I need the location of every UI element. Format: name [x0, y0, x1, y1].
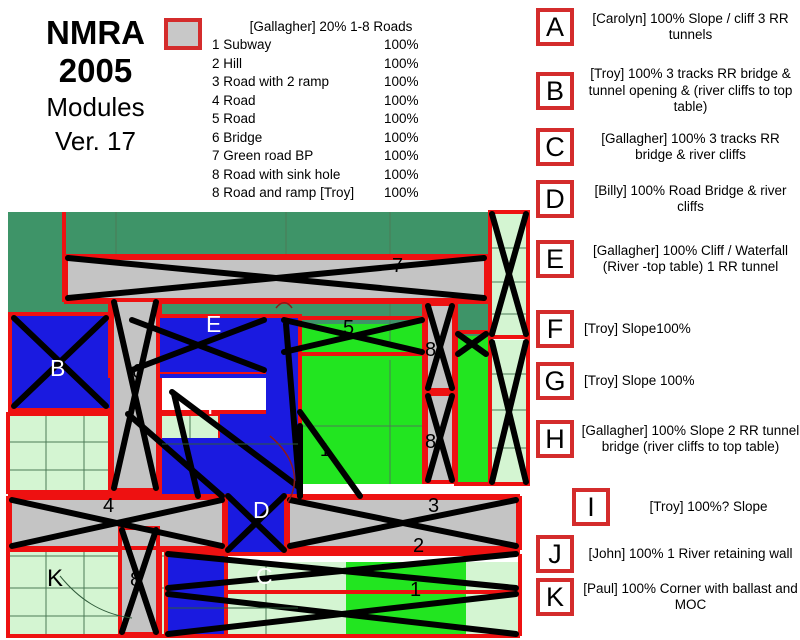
list-item: 5 Road 100%	[212, 110, 442, 129]
legend-desc-c: [Gallagher] 100% 3 tracks RR bridge & ri…	[601, 130, 780, 163]
legend-key-h: H	[536, 420, 574, 458]
map-label-k: K	[47, 565, 63, 592]
list-item: 6 Bridge 100%	[212, 129, 442, 148]
road-name: 2 Hill	[212, 55, 243, 71]
road-pct: 100%	[384, 74, 419, 89]
legend-desc-d: [Billy] 100% Road Bridge & river cliffs	[594, 182, 787, 215]
legend-desc-g: [Troy] Slope 100%	[584, 372, 695, 388]
map-road-num-6: 6	[132, 361, 143, 383]
map-road-num-8c: 8	[130, 569, 141, 591]
legend-desc-k: [Paul] 100% Corner with ballast and MOC	[583, 580, 798, 613]
legend-key-e: E	[536, 240, 574, 278]
legend-desc-h: [Gallagher] 100% Slope 2 RR tunnel bridg…	[581, 422, 800, 455]
map-label-c: C	[256, 563, 273, 589]
legend-desc-f: [Troy] Slope100%	[584, 320, 691, 336]
map-label-d: D	[253, 497, 270, 523]
list-item: 7 Green road BP 100%	[212, 147, 442, 166]
legend-item-d: D [Billy] 100% Road Bridge & river cliff…	[536, 180, 800, 218]
legend-item-h: H [Gallagher] 100% Slope 2 RR tunnel bri…	[536, 420, 800, 458]
map-road-num-3: 3	[428, 495, 439, 517]
road-name: 6 Bridge	[212, 129, 263, 145]
list-item: 1 Subway 100%	[212, 36, 442, 55]
legend-item-i: I [Troy] 100%? Slope	[572, 488, 800, 526]
road-pct: 100%	[384, 185, 419, 200]
map-thin-guides	[59, 443, 298, 619]
title-line-1: NMRA	[46, 14, 145, 51]
legend-key-d: D	[536, 180, 574, 218]
list-item: 4 Road 100%	[212, 92, 442, 111]
map-river-lines	[269, 302, 296, 503]
road-pct: 100%	[384, 37, 419, 52]
legend-desc-j: [John] 100% 1 River retaining wall	[588, 545, 793, 561]
road-pct: 100%	[384, 148, 419, 163]
legend-key-i: I	[572, 488, 610, 526]
map-label-i: I	[207, 393, 213, 419]
road-name: 8 Road with sink hole	[212, 166, 341, 182]
legend-item-e: E [Gallagher] 100% Cliff / Waterfall (Ri…	[536, 240, 800, 278]
module-layout-svg: B E I D C K 7 6 5 8 8 4 3 2 1 8 1	[6, 210, 530, 638]
map-road-num-5: 5	[343, 317, 354, 339]
map-road-num-7: 7	[392, 255, 403, 277]
road-name: 7 Green road BP	[212, 148, 314, 163]
roads-legend-heading: [Gallagher] 20% 1-8 Roads	[249, 19, 413, 34]
map-road-num-1: 1	[410, 579, 421, 601]
legend-key-c: C	[536, 128, 574, 166]
map-road-num-1b: 1	[320, 440, 330, 460]
map-label-b: B	[50, 355, 65, 381]
map-label-e: E	[206, 311, 221, 337]
title-line-3: Modules	[46, 92, 145, 122]
road-pct: 100%	[384, 166, 419, 182]
list-item: 3 Road with 2 ramp 100%	[212, 73, 442, 92]
road-name: 4 Road	[212, 92, 256, 108]
map-road-outlines	[8, 256, 520, 636]
legend-desc-e: [Gallagher] 100% Cliff / Waterfall (Rive…	[592, 242, 789, 275]
map-road-num-2: 2	[413, 535, 424, 557]
road-module-swatch	[164, 18, 202, 50]
legend-key-f: F	[536, 310, 574, 348]
title-line-2: 2005	[58, 52, 133, 89]
road-pct: 100%	[384, 55, 419, 71]
legend-item-j: J [John] 100% 1 River retaining wall	[536, 535, 800, 573]
legend-item-f: F [Troy] Slope100%	[536, 310, 800, 348]
legend-key-k: K	[536, 578, 574, 616]
title-line-4: Ver. 17	[55, 126, 136, 156]
page-title: NMRA 2005 Modules Ver. 17	[18, 14, 173, 158]
map-track-lines	[9, 211, 529, 637]
legend-item-g: G [Troy] Slope 100%	[536, 362, 800, 400]
road-name: 3 Road with 2 ramp	[212, 74, 330, 89]
module-key-legend: A [Carolyn] 100% Slope / cliff 3 RR tunn…	[536, 0, 800, 640]
legend-item-c: C [Gallagher] 100% 3 tracks RR bridge & …	[536, 128, 800, 166]
map-road-num-4: 4	[103, 495, 114, 517]
legend-desc-i: [Troy] 100%? Slope	[649, 498, 768, 514]
road-name: 5 Road	[212, 111, 256, 126]
legend-item-b: B [Troy] 100% 3 tracks RR bridge & tunne…	[536, 66, 800, 116]
legend-item-a: A [Carolyn] 100% Slope / cliff 3 RR tunn…	[536, 8, 800, 46]
module-layout-map: B E I D C K 7 6 5 8 8 4 3 2 1 8 1	[0, 196, 536, 640]
legend-key-a: A	[536, 8, 574, 46]
road-pct: 100%	[384, 92, 419, 108]
road-name: 8 Road and ramp [Troy]	[212, 185, 355, 200]
map-road-num-8a: 8	[425, 339, 436, 361]
legend-item-k: K [Paul] 100% Corner with ballast and MO…	[536, 578, 800, 616]
legend-desc-a: [Carolyn] 100% Slope / cliff 3 RR tunnel…	[592, 10, 789, 43]
legend-key-g: G	[536, 362, 574, 400]
list-item: 2 Hill 100%	[212, 55, 442, 74]
list-item: 8 Road and ramp [Troy] 100%	[212, 184, 442, 203]
roads-legend: [Gallagher] 20% 1-8 Roads 1 Subway 100% …	[212, 18, 442, 203]
legend-key-b: B	[536, 71, 574, 110]
road-pct: 100%	[384, 111, 419, 126]
legend-key-j: J	[536, 535, 574, 573]
map-module-labels: B E I D C K	[47, 311, 273, 592]
legend-desc-b: [Troy] 100% 3 tracks RR bridge & tunnel …	[588, 66, 793, 114]
map-road-numbers: 7 6 5 8 8 4 3 2 1 8 1	[103, 255, 439, 601]
list-item: 8 Road with sink hole 100%	[212, 166, 442, 185]
road-name: 1 Subway	[212, 37, 272, 52]
road-pct: 100%	[384, 129, 419, 145]
map-road-num-8b: 8	[425, 431, 436, 453]
